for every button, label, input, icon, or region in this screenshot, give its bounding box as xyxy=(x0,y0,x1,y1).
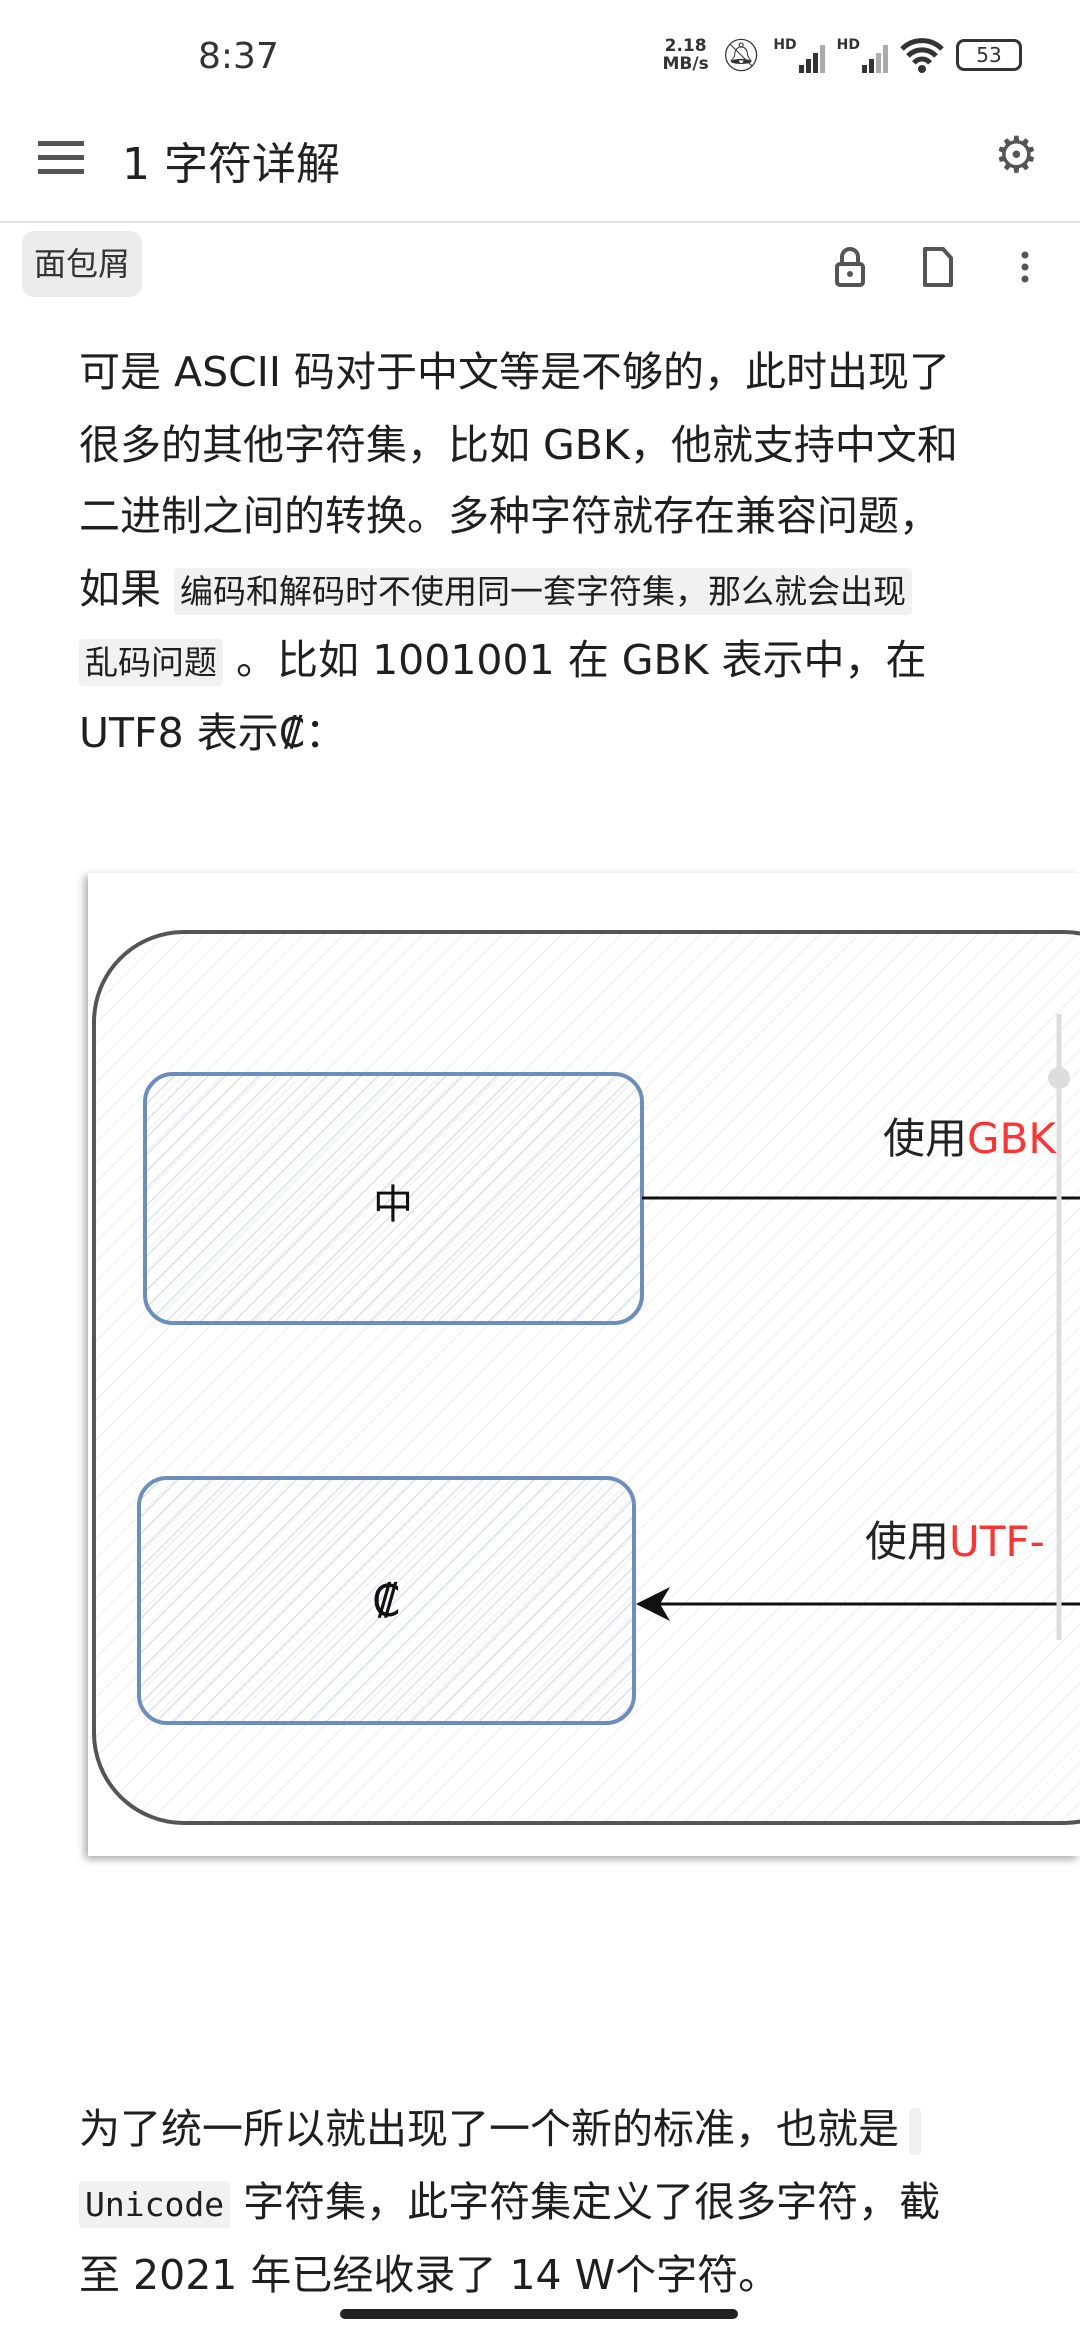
text-line: 可是 ASCII 码对于中文等是不够的，此时出现了 xyxy=(79,348,950,396)
home-indicator[interactable] xyxy=(340,2309,738,2319)
edge-label: 使用UTF- xyxy=(865,1517,1045,1566)
inline-code: 编码和解码时不使用同一套字符集，那么就会出现 xyxy=(174,568,913,615)
edge-label: 使用GBK xyxy=(883,1114,1057,1163)
wifi-icon xyxy=(900,38,944,73)
inline-code: Unicode xyxy=(79,2181,231,2228)
text-line: Unicode 字符集，此字符集定义了很多字符，截 xyxy=(79,2166,940,2241)
text-line: 二进制之间的转换。多种字符就存在兼容问题， xyxy=(79,492,940,540)
arrowhead xyxy=(636,1587,670,1621)
text: 为了统一所以就出现了一个新的标准，也就是 xyxy=(79,2105,899,2153)
status-time: 8:37 xyxy=(198,36,279,77)
text-line: 乱码问题 。比如 1001001 在 GBK 表示中，在 xyxy=(79,624,927,699)
text-line: 如果 编码和解码时不使用同一套字符集，那么就会出现 xyxy=(79,553,913,628)
text: 。比如 1001001 在 GBK 表示中，在 xyxy=(223,636,927,684)
page-title: 1 字符详解 xyxy=(122,139,340,190)
file-icon[interactable] xyxy=(922,246,954,288)
more-vert-icon[interactable] xyxy=(1018,246,1032,288)
breadcrumb[interactable]: 面包屑 xyxy=(22,231,142,297)
box-label: ₡ xyxy=(372,1576,400,1627)
net-speed-unit: MB/s xyxy=(662,54,709,74)
gear-icon[interactable]: ⚙ xyxy=(994,126,1039,184)
scrollbar-thumb xyxy=(1048,1067,1070,1089)
diagram-box xyxy=(137,1476,636,1725)
signal-icon: HD xyxy=(837,37,888,73)
sim1-label: HD xyxy=(773,37,797,53)
text: 如果 xyxy=(79,565,175,613)
text-line: 为了统一所以就出现了一个新的标准，也就是 xyxy=(79,2093,921,2168)
inline-code: 乱码问题 xyxy=(79,639,223,686)
battery-icon: 53 xyxy=(956,39,1022,71)
bell-off-icon: 🔕︎ xyxy=(720,36,762,74)
lock-icon[interactable] xyxy=(834,246,866,288)
text-line: UTF8 表示₡： xyxy=(79,709,346,757)
text-line: 很多的其他字符集，比如 GBK，他就支持中文和 xyxy=(79,421,958,469)
divider xyxy=(0,221,1080,223)
diagram-image[interactable]: 中 ₡ 使用GBK 使用UTF- xyxy=(88,873,1080,1856)
text: 字符集，此字符集定义了很多字符，截 xyxy=(230,2178,941,2226)
hamburger-icon[interactable] xyxy=(38,141,84,183)
signal-icon: HD xyxy=(773,37,825,73)
text-line: 至 2021 年已经收录了 14 W个字符。 xyxy=(79,2251,780,2299)
net-speed-value: 2.18 xyxy=(664,36,707,56)
box-label: 中 xyxy=(373,1182,413,1228)
sim2-label: HD xyxy=(836,37,860,53)
